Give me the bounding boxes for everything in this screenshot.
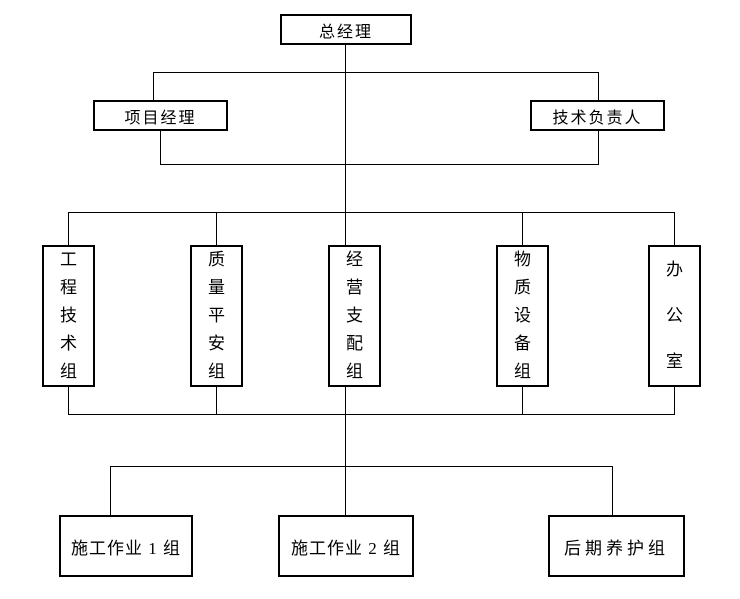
- connector-line: [345, 466, 346, 515]
- node-project-manager: 项目经理: [93, 100, 228, 131]
- node-label: 经营支配组: [346, 250, 363, 381]
- node-general-manager: 总经理: [280, 14, 412, 45]
- node-operation-dispatch-group: 经营支配组: [328, 245, 381, 387]
- connector-line: [68, 387, 69, 414]
- connector-level3-bottom-rail: [68, 414, 675, 415]
- connector-line: [674, 212, 675, 245]
- connector-line: [612, 466, 613, 515]
- connector-line: [216, 212, 217, 245]
- connector-line: [216, 387, 217, 414]
- connector-level4-rail: [110, 466, 613, 467]
- node-label: 办公室: [666, 260, 683, 371]
- node-label: 物质设备组: [514, 250, 531, 381]
- node-technical-director: 技术负责人: [530, 100, 665, 131]
- node-label: 质量平安组: [208, 250, 225, 381]
- node-material-equipment-group: 物质设备组: [496, 245, 549, 387]
- node-engineering-tech-group: 工程技术组: [42, 245, 95, 387]
- connector-trunk-top: [345, 45, 346, 245]
- connector-line: [522, 212, 523, 245]
- connector-line: [598, 131, 599, 164]
- connector-line: [153, 72, 154, 100]
- connector-line: [160, 131, 161, 164]
- connector-level3-top-rail: [68, 212, 675, 213]
- node-label: 工程技术组: [60, 250, 77, 381]
- connector-line: [522, 387, 523, 414]
- connector-trunk-bottom: [345, 387, 346, 466]
- connector-level2-top-rail: [153, 72, 599, 73]
- connector-level2-bottom-rail: [160, 164, 599, 165]
- connector-line: [110, 466, 111, 515]
- node-office: 办公室: [648, 245, 701, 387]
- connector-line: [598, 72, 599, 100]
- connector-line: [674, 387, 675, 414]
- node-late-maintenance-group: 后期养护组: [548, 515, 685, 577]
- node-quality-safety-group: 质量平安组: [190, 245, 243, 387]
- node-construction-team-2: 施工作业 2 组: [278, 515, 414, 577]
- node-construction-team-1: 施工作业 1 组: [59, 515, 193, 577]
- connector-line: [68, 212, 69, 245]
